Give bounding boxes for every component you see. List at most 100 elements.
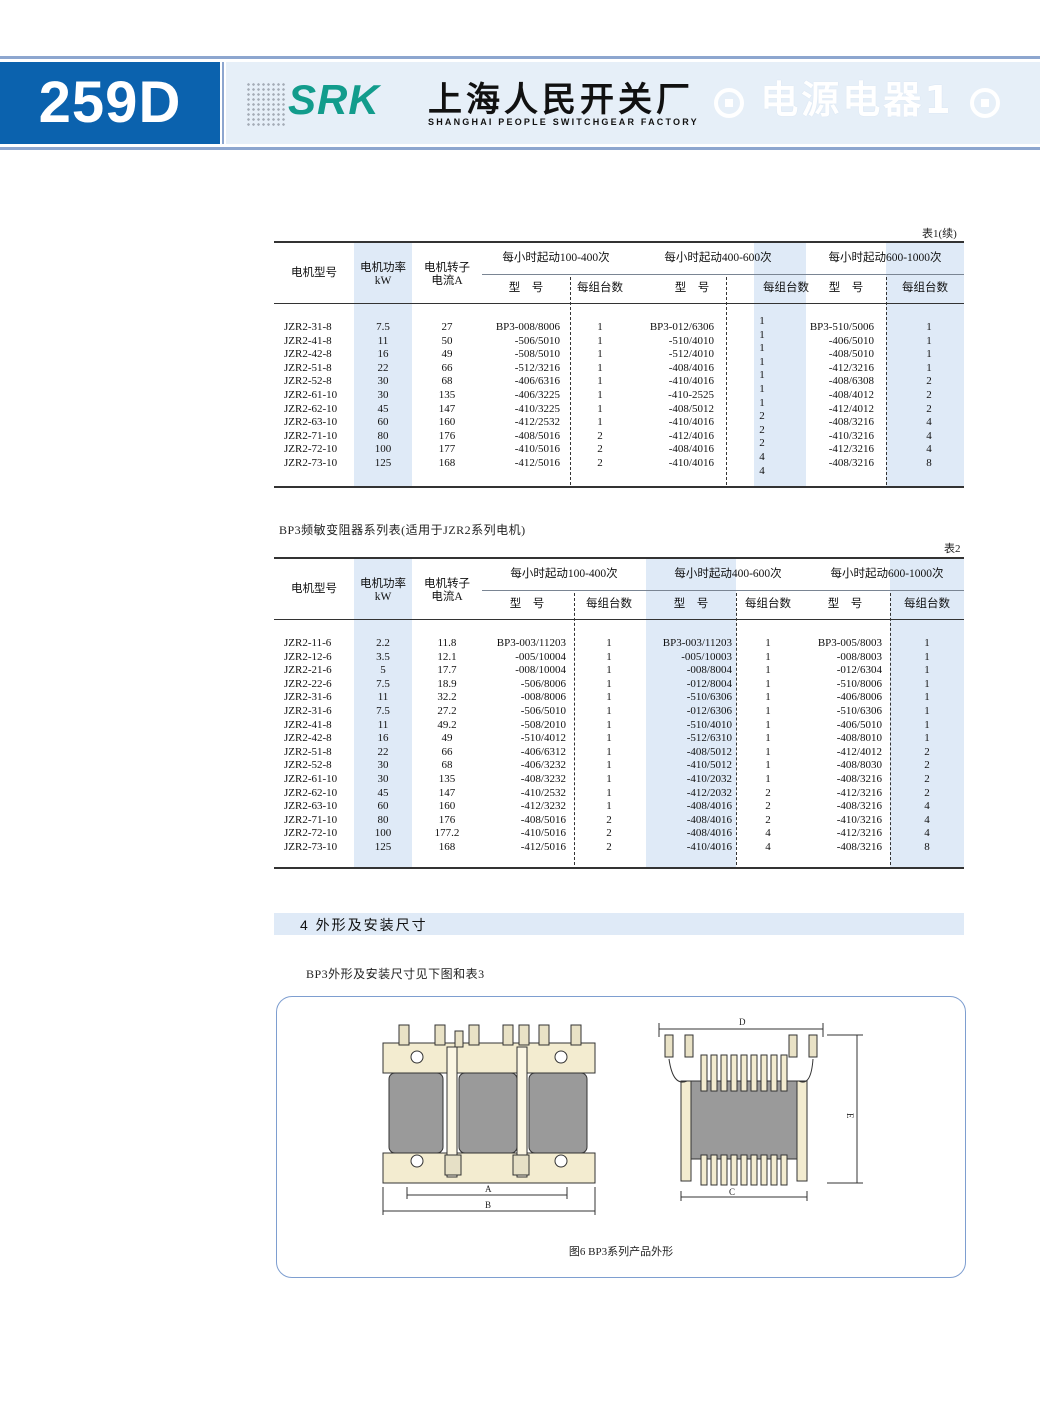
table-cell: 1 [924,637,930,649]
page-number: 259D [38,70,182,135]
table-cell: JZR2-52-8 [284,759,332,772]
table-cell: 176 [438,813,456,826]
table-cell: -410-2525 [668,388,714,401]
table-cell: 125 [374,840,392,853]
table-cell: 1 [759,369,765,382]
table-cell: 80 [377,429,389,442]
table-cell: -406/3232 [520,759,566,772]
table-cell: 1 [765,650,771,663]
table-cell: BP3-510/5006 [809,321,874,333]
table-cell: -412/3216 [836,827,882,840]
table-cell: BP3-003/11203 [662,637,732,649]
table-cell: 1 [926,321,932,333]
table-cell: BP3-003/11203 [496,637,566,649]
table-cell: 2 [765,800,771,813]
table-cell: -408/6308 [828,375,874,388]
th-g2-count: 每组台数 [745,598,791,610]
table-cell: 2 [924,786,930,799]
table1-shade-power [354,243,412,486]
table-cell: 1 [765,637,771,649]
table-cell: -410/2032 [686,772,732,785]
table-cell: 1 [606,759,612,772]
table-cell: 4 [765,827,771,840]
col-divider [574,593,575,865]
table-cell: -512/6310 [686,732,732,745]
table-cell: JZR2-11-6 [284,637,332,649]
table-cell: 8 [924,840,930,853]
th-g1-type: 型 号 [508,282,544,294]
header-top-rule [0,56,1040,59]
table-cell: JZR2-71-10 [284,813,338,826]
th-g3-count: 每组台数 [904,598,950,610]
th-bottom-rule [274,303,964,304]
table-cell: JZR2-22-6 [284,677,332,690]
table-cell: 17.7 [437,664,457,677]
table-cell: 1 [606,677,612,690]
table-cell: 147 [438,402,456,415]
table-cell: -412/4012 [828,402,874,415]
table-cell: 5 [380,664,386,677]
table-cell: JZR2-72-10 [284,827,338,840]
table-cell: 1 [926,361,932,374]
table-cell: 11.8 [437,637,457,649]
table-cell: 2 [597,443,603,456]
table-cell: 4 [924,800,930,813]
col-divider [886,277,887,485]
col-divider [726,277,727,485]
table-cell: -408/3216 [836,800,882,813]
table-cell: 135 [438,772,456,785]
section-description: BP3外形及安装尺寸见下图和表3 [306,967,485,981]
section-bar: 4 外形及安装尺寸 [274,913,964,935]
table-cell: 1 [606,664,612,677]
table1-shade-g3-count [886,243,964,486]
table-cell: 4 [924,827,930,840]
side-view [658,1023,863,1201]
table-cell: JZR2-21-6 [284,664,332,677]
table-cell: -412/4016 [668,429,714,442]
th-g1-count: 每组台数 [577,282,623,294]
table-cell: 1 [759,382,765,395]
figure-panel: A B C D E 图6 BP3系列产品外形 [276,996,966,1278]
table-cell: 16 [377,732,389,745]
table-cell: 11 [377,334,389,347]
table-cell: 4 [926,416,932,429]
table-cell: -406/6316 [514,375,560,388]
th-divider [482,274,964,275]
table-cell: 1 [606,786,612,799]
table-cell: 4 [924,813,930,826]
table-cell: -410/4016 [668,416,714,429]
table-cell: -410/2532 [520,786,566,799]
table-cell: 60 [377,416,389,429]
table-cell: JZR2-41-8 [284,718,332,731]
table-cell: 27.2 [437,704,457,717]
table-cell: 2 [924,759,930,772]
table-cell: JZR2-52-8 [284,375,332,388]
header-banner: SRK 上海人民开关厂 SHANGHAI PEOPLE SWITCHGEAR F… [226,62,1040,144]
table-cell: 45 [377,402,389,415]
table-cell: JZR2-42-8 [284,348,332,361]
table-cell: -408/3216 [828,416,874,429]
table-cell: 1 [924,664,930,677]
th-group2: 每小时起动400-600次 [664,252,772,264]
th-g3-type: 型 号 [828,282,864,294]
table-cell: -408/4016 [686,813,732,826]
table-cell: 2 [924,772,930,785]
table-cell: -408/3232 [520,772,566,785]
table-cell: 2 [759,410,765,423]
table-cell: 68 [441,759,453,772]
table-cell: JZR2-12-6 [284,650,332,663]
table-cell: -406/3225 [514,388,560,401]
table-cell: 1 [765,664,771,677]
table-cell: JZR2-51-8 [284,745,332,758]
table-cell: 30 [377,772,389,785]
table-cell: 1 [597,402,603,415]
th-rotor-current: 电机转子电流A [424,578,470,603]
table-cell: -410/4016 [686,840,732,853]
